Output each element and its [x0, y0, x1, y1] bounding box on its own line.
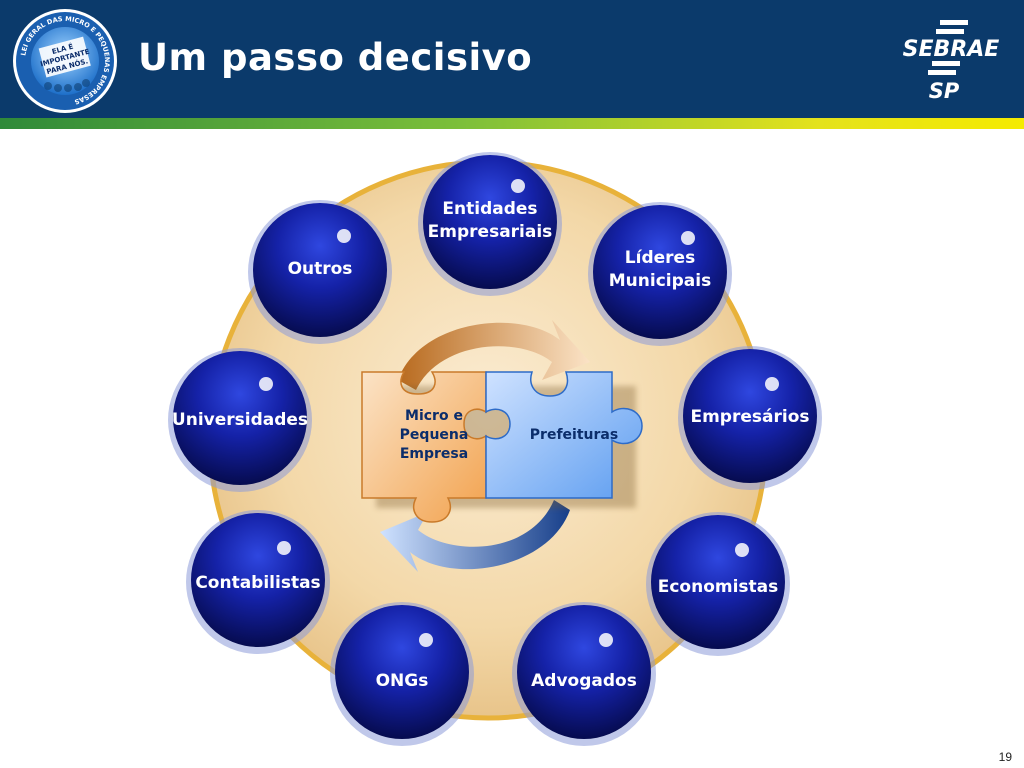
sphere-label: Municipais — [609, 271, 711, 291]
sphere-highlight — [259, 377, 273, 391]
sphere-highlight — [337, 229, 351, 243]
puzzle-left-line-3: Empresa — [400, 446, 468, 462]
puzzle-piece-right — [485, 371, 643, 499]
sphere-highlight — [599, 633, 613, 647]
sphere-label: Empresariais — [428, 222, 553, 242]
slide-title: Um passo decisivo — [138, 36, 533, 79]
sphere-contabilistas: Contabilistas — [186, 510, 330, 654]
sphere-label: Advogados — [531, 671, 637, 691]
arrow-orange-icon — [398, 320, 590, 390]
sphere-ongs: ONGs — [330, 602, 474, 746]
puzzle-left-line-2: Pequena — [400, 427, 469, 443]
sphere-label: Empresários — [690, 407, 809, 427]
puzzle-right-label: Prefeituras — [530, 427, 618, 443]
lei-geral-badge-icon: LEI GERAL DAS MICRO E PEQUENAS EMPRESAS … — [13, 9, 117, 113]
sphere-label: ONGs — [376, 671, 429, 691]
sphere-lideres-municipais: Líderes Municipais — [588, 202, 732, 346]
puzzle-piece-left — [361, 371, 487, 523]
sphere-label: Universidades — [172, 410, 308, 430]
sphere-entidades-empresariais: Entidades Empresariais — [418, 152, 562, 296]
sphere-highlight — [735, 543, 749, 557]
sphere-label: Economistas — [658, 577, 779, 597]
sphere-highlight — [419, 633, 433, 647]
logo-sp-text: SP — [929, 79, 960, 102]
sphere-advogados: Advogados — [512, 602, 656, 746]
sphere-universidades: Universidades — [168, 348, 312, 492]
sphere-highlight — [511, 179, 525, 193]
arrow-blue-icon — [380, 500, 570, 572]
sphere-economistas: Economistas — [646, 512, 790, 656]
sphere-label: Entidades — [442, 199, 537, 219]
sphere-label: Outros — [288, 259, 353, 279]
sphere-outros: Outros — [248, 200, 392, 344]
logo-sebrae-text: SEBRAE — [903, 37, 1000, 62]
sphere-highlight — [681, 231, 695, 245]
stakeholder-diagram: Micro e Pequena Empresa Prefeituras Enti… — [168, 152, 822, 746]
sebrae-sp-logo: SEBRAE SP — [903, 20, 1000, 102]
slide-header — [0, 0, 1024, 118]
sphere-highlight — [277, 541, 291, 555]
page-number: 19 — [998, 750, 1012, 764]
sphere-highlight — [765, 377, 779, 391]
header-stripe — [0, 118, 1024, 129]
sphere-label: Contabilistas — [195, 573, 320, 593]
sphere-label: Líderes — [625, 248, 695, 268]
puzzle-left-line-1: Micro e — [405, 408, 463, 424]
sphere-empresarios: Empresários — [678, 346, 822, 490]
